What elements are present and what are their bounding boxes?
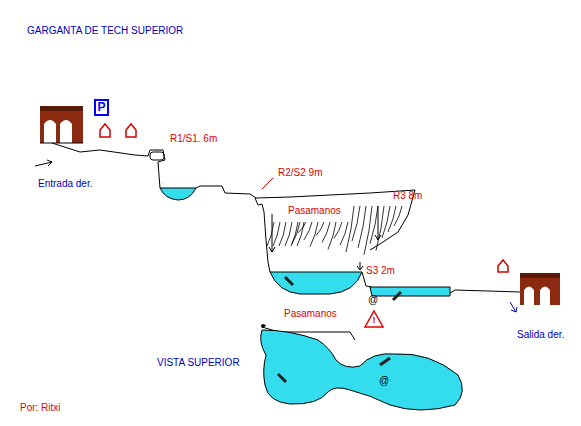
siphon-mark: @ (368, 294, 378, 306)
anchor-point (261, 324, 265, 328)
house-icons (100, 124, 508, 272)
exit-arrow (510, 302, 517, 312)
rappel-label: R1/S1. 6m (170, 133, 217, 145)
bridge-right (520, 273, 560, 305)
leader-line (262, 178, 273, 189)
water-pools (160, 188, 450, 296)
entry-arrow (35, 160, 52, 166)
exit-note: Salida der. (517, 329, 564, 341)
log-marks-top (278, 358, 390, 382)
log-marks (285, 277, 401, 300)
pool-top-view (261, 330, 463, 410)
bridge-left (40, 106, 83, 143)
warning-mark: ! (373, 314, 376, 326)
canyon-profile (52, 143, 520, 293)
view-heading: VISTA SUPERIOR (157, 357, 240, 369)
sign-letter: P (97, 100, 105, 114)
diagram-title: GARGANTA DE TECH SUPERIOR (27, 25, 183, 37)
access-note: Entrada der. (38, 178, 92, 190)
handline-label: Pasamanos (288, 205, 341, 217)
handline-label: Pasamanos (284, 308, 337, 320)
author-credit: Por: Ritxi (20, 402, 61, 414)
rappel-label: R2/S2 9m (278, 167, 322, 179)
rappel-label: R3 8m (393, 190, 422, 202)
siphon-mark: @ (379, 375, 389, 387)
rappel-arrows (269, 206, 381, 270)
rock-hatching (267, 206, 402, 255)
warning-triangle (365, 311, 383, 327)
parking-sign: P (94, 99, 109, 116)
jump-label: S3 2m (366, 265, 395, 277)
